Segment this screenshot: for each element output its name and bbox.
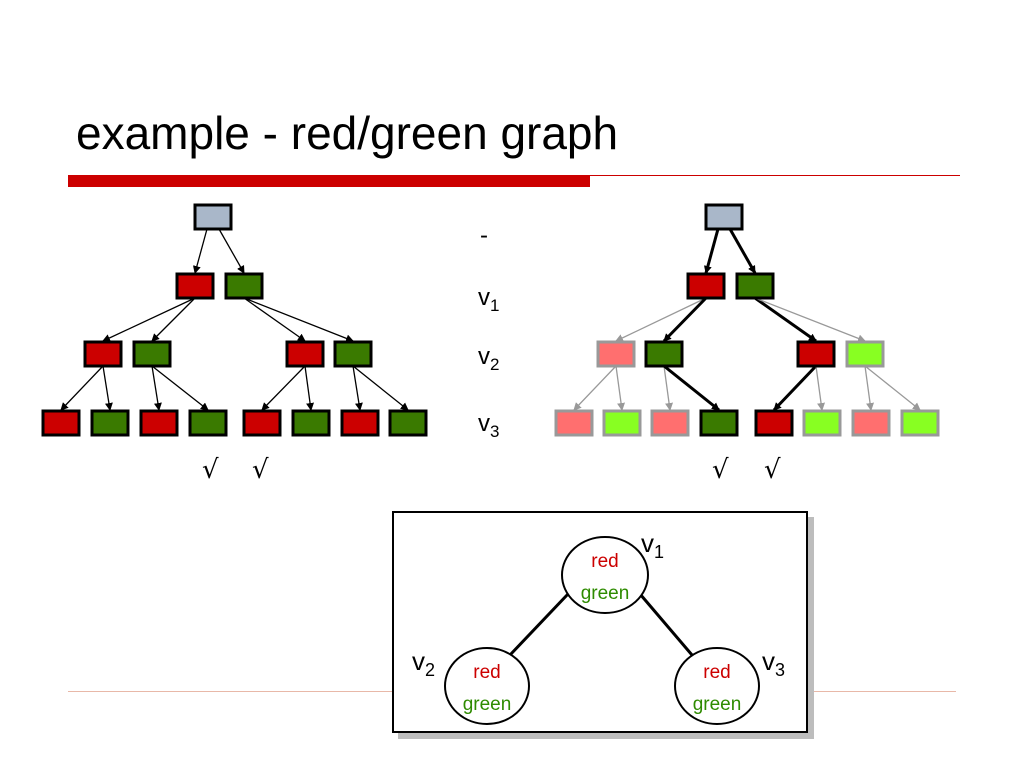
check-mark-right-b: √ (764, 455, 781, 485)
right-edge-l2-1 (615, 365, 626, 411)
left-edge-l2-7 (352, 365, 409, 411)
right-edge-root-0 (703, 228, 720, 274)
left-tree-v3-node-green (188, 409, 228, 437)
left-edge-l1-3 (243, 297, 354, 343)
left-tree-v2-node-green (132, 340, 172, 368)
title-underline-thin (590, 175, 960, 176)
level-label-root: - (480, 222, 488, 249)
v3-red-value: red (703, 662, 731, 683)
right-edge-l1-1 (662, 296, 708, 343)
left-tree-v3-node-green (388, 409, 428, 437)
right-edge-l2-5 (815, 365, 826, 411)
right-edge-l1-3 (754, 297, 866, 343)
graph-label-v2: v2 (412, 646, 435, 681)
right-tree-root-node (704, 203, 744, 231)
left-edge-l1-2 (243, 297, 306, 342)
right-edge-l1-0 (615, 297, 707, 342)
right-tree-v2-node-green (644, 340, 684, 368)
left-tree-v1-node-green (224, 272, 264, 300)
left-tree-v3-node-red (41, 409, 81, 437)
right-tree-v3-node-pale-red (851, 409, 891, 437)
edge-v1-v2 (508, 592, 570, 657)
right-tree-v2-node-pale-green (845, 340, 885, 368)
right-tree-v2-node-red (796, 340, 836, 368)
left-tree-root-node (193, 203, 233, 231)
right-tree-v3-node-pale-red (554, 409, 594, 437)
level-label-v3-sub: 3 (490, 422, 500, 441)
right-tree-v3-node-pale-red (650, 409, 690, 437)
left-tree-v3-node-green (291, 409, 331, 437)
v2-green-value: green (462, 694, 512, 715)
right-tree-v2-node-pale-red (596, 340, 636, 368)
right-edge-l2-3 (663, 364, 720, 412)
right-edge-l2-2 (663, 365, 674, 411)
right-tree-v3-node-red (754, 409, 794, 437)
left-edge-l2-4 (261, 365, 306, 411)
left-tree-v2-node-red (285, 340, 325, 368)
left-edge-root-1 (218, 228, 245, 274)
right-tree-v3-node-pale-green (900, 409, 940, 437)
level-label-v2-letter: v (478, 343, 490, 370)
right-tree-v3-node-green (699, 409, 739, 437)
right-edge-l2-4 (772, 364, 818, 412)
left-edge-l2-5 (304, 365, 315, 411)
edge-v1-v3 (638, 593, 694, 656)
level-label-v2: v2 (478, 343, 499, 375)
graph-label-v3-sub: 3 (775, 660, 786, 680)
left-tree-v3-node-red (340, 409, 380, 437)
check-mark-left-a: √ (202, 455, 219, 485)
graph-node-v1 (561, 536, 649, 614)
right-tree-v1-node-red (686, 272, 726, 300)
level-label-v1-letter: v (478, 284, 490, 311)
graph-label-v1: v1 (641, 528, 664, 563)
left-edge-l2-1 (102, 365, 113, 411)
left-tree-v2-node-red (83, 340, 123, 368)
v1-green-value: green (580, 583, 630, 604)
left-edge-l2-2 (151, 365, 162, 411)
right-edge-l2-7 (864, 365, 921, 411)
level-label-v1-sub: 1 (490, 296, 500, 315)
left-tree-v1-node-red (175, 272, 215, 300)
graph-node-v2 (444, 647, 530, 725)
search-trees-diagram (41, 203, 940, 437)
level-label-v1: v1 (478, 284, 499, 316)
check-mark-left-b: √ (252, 455, 269, 485)
left-tree-v3-node-red (139, 409, 179, 437)
v2-red-value: red (473, 662, 501, 683)
right-edge-root-1 (728, 228, 757, 274)
title-underline-thick (68, 175, 590, 187)
left-edge-l2-6 (352, 365, 363, 411)
left-tree-v3-node-green (90, 409, 130, 437)
right-edge-l2-6 (864, 365, 875, 411)
graph-node-v3 (674, 647, 760, 725)
right-tree-v1-node-green (735, 272, 775, 300)
v1-red-value: red (591, 551, 619, 572)
graph-label-v3-letter: v (762, 646, 775, 676)
left-edge-root-0 (192, 228, 208, 274)
left-edge-l1-1 (151, 297, 196, 342)
graph-label-v2-sub: 2 (425, 660, 436, 680)
left-edge-l2-0 (60, 365, 104, 411)
check-mark-right-a: √ (712, 455, 729, 485)
graph-label-v1-letter: v (641, 528, 654, 558)
right-tree-v3-node-pale-green (802, 409, 842, 437)
level-label-v3: v3 (478, 410, 499, 442)
left-tree-v3-node-red (242, 409, 282, 437)
graph-label-v3: v3 (762, 646, 785, 681)
graph-label-v2-letter: v (412, 646, 425, 676)
page-title: example - red/green graph (76, 107, 619, 159)
level-label-v2-sub: 2 (490, 355, 500, 374)
right-tree-v3-node-pale-green (602, 409, 642, 437)
right-edge-l2-0 (573, 365, 617, 411)
left-edge-l1-0 (102, 297, 196, 342)
right-edge-l1-2 (754, 296, 817, 343)
v3-green-value: green (692, 694, 742, 715)
left-edge-l2-3 (151, 365, 209, 411)
left-tree-v2-node-green (333, 340, 373, 368)
level-label-v3-letter: v (478, 410, 490, 437)
graph-label-v1-sub: 1 (654, 542, 665, 562)
